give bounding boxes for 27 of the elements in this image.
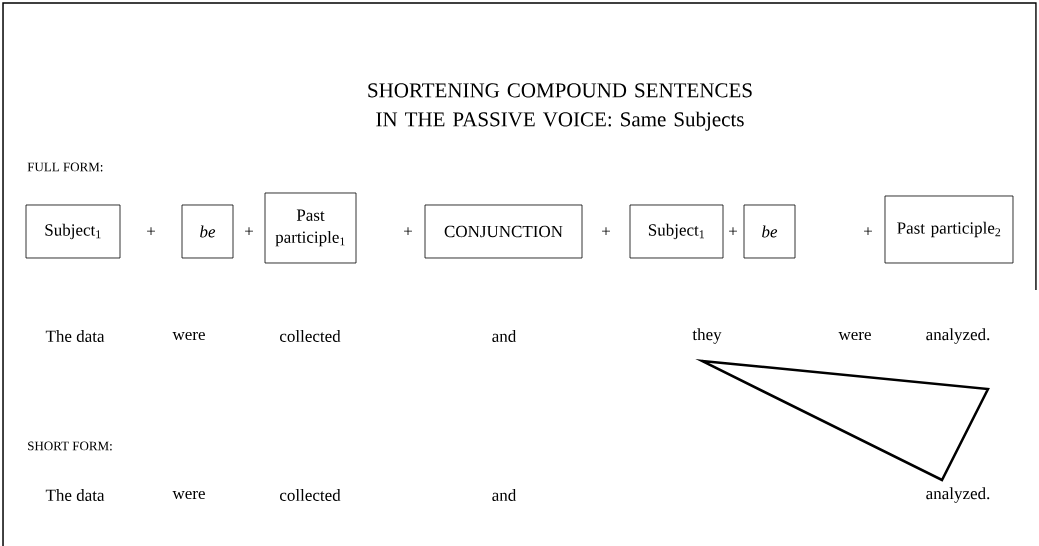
form-heading: FULL FORM: xyxy=(27,162,103,172)
word-box: Past participle$_{2}$ xyxy=(884,195,1014,264)
example-word: collected xyxy=(280,489,341,501)
plus-sign: + xyxy=(147,227,155,236)
word-box: be xyxy=(181,204,234,259)
example-word: analyzed. xyxy=(926,487,990,503)
form-heading: SHORT FORM: xyxy=(28,441,112,451)
example-word: were xyxy=(172,331,205,341)
word-box: CONJUNCTION xyxy=(424,204,583,259)
example-word: and xyxy=(492,489,517,501)
example-word: were xyxy=(838,331,871,341)
word-box: be xyxy=(743,204,796,259)
example-word: and xyxy=(492,330,517,342)
word-box: Past participle$_{1}$ xyxy=(264,192,357,264)
word-box: Subject$_{1}$ xyxy=(629,204,724,259)
plus-sign: + xyxy=(404,227,412,236)
plus-sign: + xyxy=(602,227,610,236)
example-word: The data xyxy=(45,330,105,342)
plus-sign: + xyxy=(245,227,253,236)
word-box: Subject$_{1}$ xyxy=(25,204,121,259)
example-word: were xyxy=(172,490,205,500)
example-word: The data xyxy=(45,489,105,501)
example-word: they xyxy=(692,328,722,344)
plus-sign: + xyxy=(729,227,737,236)
example-word: analyzed. xyxy=(926,328,990,344)
example-word: collected xyxy=(280,330,341,342)
title: SHORTENING COMPOUND SENTENCES IN THE PASSIVE VOICE: Same Subjects xyxy=(368,83,752,131)
